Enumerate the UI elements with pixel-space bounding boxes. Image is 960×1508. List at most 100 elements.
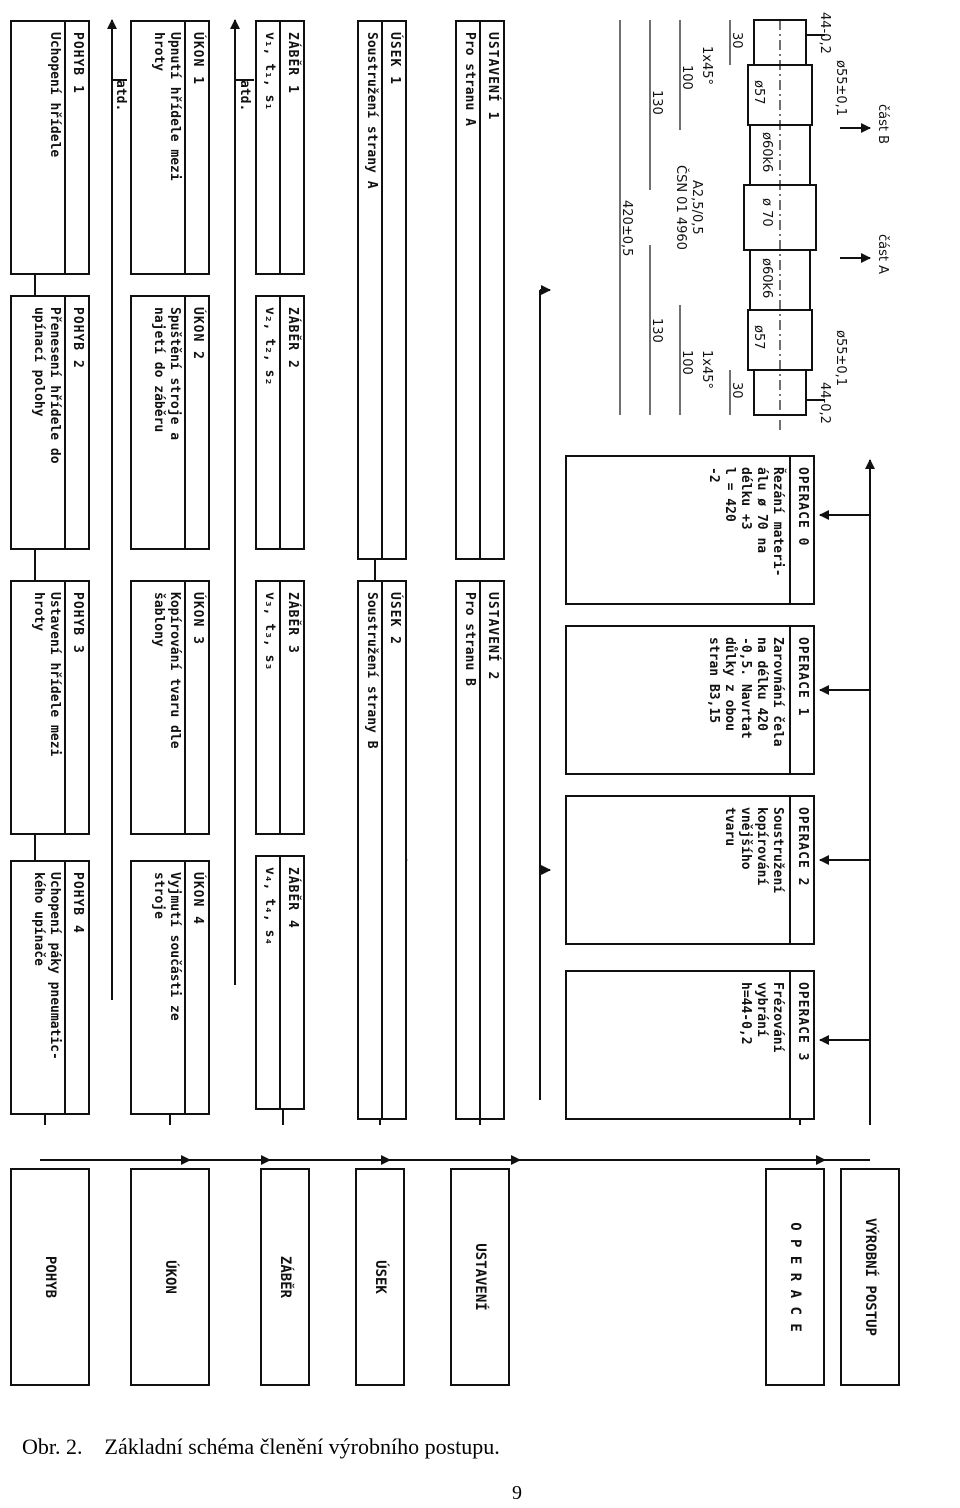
operation-box-3: OPERACE 3 Frézování vybrání h=44-0,2 [565, 970, 815, 1120]
vyrobni-postup-block: VÝROBNÍ POSTUP [840, 1168, 900, 1386]
dim-groove-a-label: 44-0,2 [817, 12, 832, 54]
section-box-2: ÚSEK 2 Soustružení strany B [357, 580, 407, 1120]
task-text: Vyjmutí součásti ze stroje [151, 872, 182, 1021]
usek-block: ÚSEK [355, 1168, 405, 1386]
task-box-4: ÚKON 4 Vyjmutí součásti ze stroje [130, 860, 210, 1115]
dim-130b-label: 130 [649, 318, 664, 343]
header-divider [184, 582, 186, 833]
diagram-area: 420±0,5 130 130 100 100 30 30 ø55±0,1 ø5… [10, 12, 900, 1386]
vyrobni-postup-label: VÝROBNÍ POSTUP [862, 1217, 878, 1336]
dim-100b-label: 100 [679, 350, 694, 375]
dim-chamfer-b-label: 1x45° [699, 350, 714, 390]
header-divider [279, 297, 281, 548]
section-text: Soustružení strany B [364, 592, 379, 749]
task-header: ÚKON 2 [190, 307, 205, 360]
header-divider [184, 862, 186, 1113]
task-text: Upnutí hřídele mezi hroty [151, 32, 182, 181]
motion-text: Uchopení hřídele [47, 32, 62, 158]
motion-text: Uchopení páky pneumatic- kého upínače [31, 872, 62, 1060]
cut-text: v₂, t₂, s₂ [262, 307, 277, 386]
cut-text: v₁, t₁, s₁ [262, 32, 277, 111]
shaft-end-b [753, 369, 807, 416]
dim-30b-label: 30 [729, 382, 744, 399]
operation-header: OPERACE 0 [795, 467, 810, 547]
header-divider [279, 582, 281, 833]
task-header: ÚKON 4 [190, 872, 205, 925]
dim-100a-label: 100 [679, 65, 694, 90]
task-header: ÚKON 3 [190, 592, 205, 645]
dim-55a-label: ø55±0,1 [833, 60, 848, 117]
shaft-drawing [619, 19, 871, 430]
setup-text: Pro stranu B [462, 592, 477, 686]
operation-box-0: OPERACE 0 Řezání materi- álu ø 70 na dél… [565, 455, 815, 605]
task-text: Kopírování tvaru dle šablony [151, 592, 182, 749]
ustaveni-label: USTAVENÍ [472, 1243, 488, 1311]
header-divider [64, 862, 66, 1113]
dim-57b-label: ø57 [751, 325, 766, 350]
motion-box-2: POHYB 2 Přenesení hřídele do upínací pol… [10, 295, 90, 550]
section-text: Soustružení strany A [364, 32, 379, 189]
cut-header: ZÁBĚR 1 [285, 32, 300, 94]
header-divider [184, 297, 186, 548]
section-header: ÚSEK 1 [387, 32, 402, 85]
motion-box-3: POHYB 3 Ustavení hřídele mezi hroty [10, 580, 90, 835]
task-header: ÚKON 1 [190, 32, 205, 85]
cut-box-1: ZÁBĚR 1 v₁, t₁, s₁ [255, 20, 305, 275]
operation-header: OPERACE 3 [795, 982, 810, 1062]
motion-header: POHYB 2 [70, 307, 85, 369]
header-divider [789, 457, 791, 603]
task-text: Spuštění stroje a najetí do záběru [151, 307, 182, 441]
section-header: ÚSEK 2 [387, 592, 402, 645]
setup-box-1: USTAVENÍ 1 Pro stranu A [455, 20, 505, 560]
header-divider [381, 582, 383, 1118]
setup-box-2: USTAVENÍ 2 Pro stranu B [455, 580, 505, 1120]
figure-number: Obr. 2. [22, 1434, 83, 1459]
cut-box-3: ZÁBĚR 3 v₃, t₃, s₃ [255, 580, 305, 835]
setup-header: USTAVENÍ 1 [485, 32, 500, 121]
task-etc-label: atd. [113, 80, 128, 112]
part-b-label: část B [875, 104, 890, 145]
dim-57a-label: ø57 [751, 80, 766, 105]
motion-header: POHYB 1 [70, 32, 85, 94]
dim-chamfer-a-label: 1x45° [699, 46, 714, 86]
operace-block: O P E R A C E [765, 1168, 825, 1386]
header-divider [279, 22, 281, 273]
operation-box-1: OPERACE 1 Zarovnání čela na délku 420 -0… [565, 625, 815, 775]
cut-text: v₄, t₄, s₄ [262, 867, 277, 946]
standard-label: ČSN 01 4960 [673, 165, 688, 250]
cut-header: ZÁBĚR 4 [285, 867, 300, 929]
ukon-block: ÚKON [130, 1168, 210, 1386]
operation-text: Frézování vybrání h=44-0,2 [738, 982, 785, 1053]
motion-header: POHYB 4 [70, 872, 85, 934]
motion-box-1: POHYB 1 Uchopení hřídele [10, 20, 90, 275]
operation-box-2: OPERACE 2 Soustružení kopírování vnějšíh… [565, 795, 815, 945]
dim-30a-label: 30 [729, 32, 744, 49]
cut-box-2: ZÁBĚR 2 v₂, t₂, s₂ [255, 295, 305, 550]
header-divider [789, 972, 791, 1118]
ustaveni-block: USTAVENÍ [450, 1168, 510, 1386]
motion-text: Ustavení hřídele mezi hroty [31, 592, 62, 757]
cut-box-4: ZÁBĚR 4 v₄, t₄, s₄ [255, 855, 305, 1110]
operation-text: Soustružení kopírování vnějšího tvaru [722, 807, 785, 894]
page-number: 9 [512, 1482, 522, 1504]
header-divider [279, 857, 281, 1108]
setup-header: USTAVENÍ 2 [485, 592, 500, 681]
center-hole-label: A2,5/0,5 [689, 180, 704, 235]
header-divider [789, 627, 791, 773]
zaber-block: ZÁBĚR [260, 1168, 310, 1386]
ukon-label: ÚKON [162, 1260, 178, 1294]
dim-130a-label: 130 [649, 90, 664, 115]
motion-header: POHYB 3 [70, 592, 85, 654]
header-divider [479, 22, 481, 558]
cut-header: ZÁBĚR 3 [285, 592, 300, 654]
dim-55b-label: ø55±0,1 [833, 330, 848, 387]
cut-etc-label: atd. [237, 80, 252, 112]
operation-header: OPERACE 2 [795, 807, 810, 887]
header-divider [479, 582, 481, 1118]
figure-caption-text: Základní schéma členění výrobního postup… [104, 1434, 500, 1459]
dim-groove-b-label: 44-0,2 [817, 382, 832, 424]
figure-caption: Obr. 2. Základní schéma členění výrobního… [22, 1434, 500, 1460]
motion-text: Přenesení hřídele do upínací polohy [31, 307, 62, 464]
setup-text: Pro stranu A [462, 32, 477, 126]
